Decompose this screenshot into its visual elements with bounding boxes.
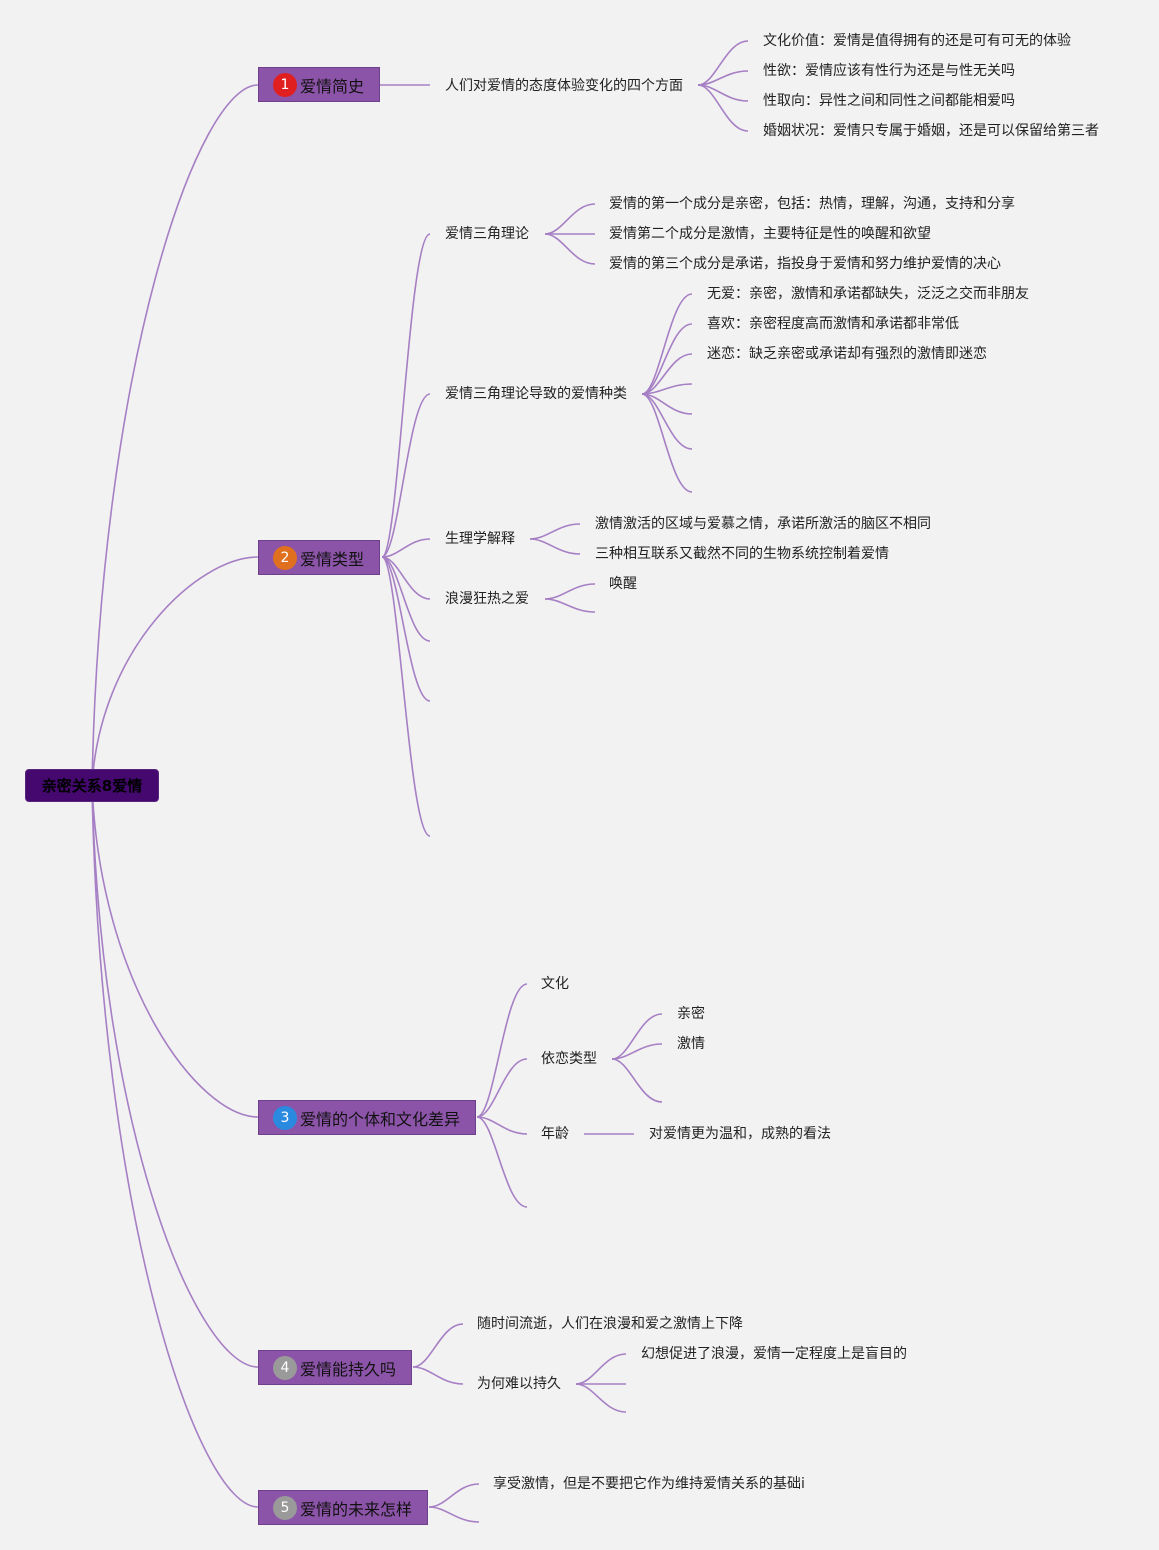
connector-line xyxy=(476,1116,528,1135)
connector-line xyxy=(412,1323,464,1368)
topic-enjoy-passion[interactable]: 享受激情，但是不要把它作为维持爱情关系的基础i xyxy=(493,1476,805,1492)
connector-line xyxy=(91,784,259,1118)
connector-line xyxy=(476,983,528,1118)
topic-mature-view[interactable]: 对爱情更为温和，成熟的看法 xyxy=(649,1126,831,1142)
connector-line xyxy=(611,1043,663,1060)
topic-bio-systems[interactable]: 三种相互联系又截然不同的生物系统控制着爱情 xyxy=(595,546,889,562)
connector-line xyxy=(697,40,749,86)
number-5-icon: 5 xyxy=(273,1495,297,1520)
number-3-icon: 3 xyxy=(273,1105,297,1130)
connector-line xyxy=(428,1483,480,1508)
root-topic-label: 亲密关系8爱情 xyxy=(41,777,143,795)
number-4-icon: 4 xyxy=(273,1355,297,1380)
connector-line xyxy=(381,556,431,600)
connector-line xyxy=(544,583,596,600)
branch-differences-label: 爱情的个体和文化差异 xyxy=(300,1109,461,1129)
topic-decline[interactable]: 随时间流逝，人们在浪漫和爱之激情上下降 xyxy=(477,1316,743,1332)
topic-why-hard[interactable]: 为何难以持久 xyxy=(477,1376,561,1392)
connector-line xyxy=(529,538,581,555)
topic-commitment[interactable]: 爱情的第三个成分是承诺，指投身于爱情和努力维护爱情的决心 xyxy=(609,256,1001,272)
connector-line xyxy=(412,1366,464,1385)
topic-culture[interactable]: 文化 xyxy=(541,976,569,992)
root-topic[interactable]: 亲密关系8爱情 xyxy=(25,769,159,802)
topic-age[interactable]: 年龄 xyxy=(541,1126,569,1142)
topic-nonlove[interactable]: 无爱：亲密，激情和承诺都缺失，泛泛之交而非朋友 xyxy=(707,286,1029,302)
branch-differences[interactable]: 3 爱情的个体和文化差异 xyxy=(258,1100,476,1135)
topic-attachment[interactable]: 依恋类型 xyxy=(541,1051,597,1067)
branch-future[interactable]: 5 爱情的未来怎样 xyxy=(258,1490,428,1525)
topic-attach-intimacy[interactable]: 亲密 xyxy=(677,1006,705,1022)
topic-physiology[interactable]: 生理学解释 xyxy=(445,531,515,547)
topic-attach-passion[interactable]: 激情 xyxy=(677,1036,705,1052)
topic-love-kinds[interactable]: 爱情三角理论导致的爱情种类 xyxy=(445,386,627,402)
connector-line xyxy=(91,84,259,786)
topic-orientation[interactable]: 性取向：异性之间和同性之间都能相爱吗 xyxy=(763,93,1015,109)
connector-line xyxy=(544,233,596,265)
branch-lasting[interactable]: 4 爱情能持久吗 xyxy=(258,1350,412,1385)
connector-line xyxy=(611,1058,663,1103)
connector-line xyxy=(428,1506,480,1523)
connector-line xyxy=(476,1116,528,1208)
connector-line xyxy=(641,293,693,395)
connector-line xyxy=(381,556,431,837)
connector-line xyxy=(381,233,431,558)
number-1-icon: 1 xyxy=(273,72,297,97)
connector-line xyxy=(575,1353,627,1385)
branch-history[interactable]: 1 爱情简史 xyxy=(258,67,380,102)
connector-line xyxy=(575,1383,627,1413)
topic-four-aspects[interactable]: 人们对爱情的态度体验变化的四个方面 xyxy=(445,78,683,94)
connector-line xyxy=(641,323,693,395)
branch-types-label: 爱情类型 xyxy=(300,549,365,569)
branch-lasting-label: 爱情能持久吗 xyxy=(300,1359,397,1379)
branch-history-label: 爱情简史 xyxy=(300,76,365,96)
topic-marriage[interactable]: 婚姻状况：爱情只专属于婚姻，还是可以保留给第三者 xyxy=(763,123,1099,139)
topic-sexual-desire[interactable]: 性欲：爱情应该有性行为还是与性无关吗 xyxy=(763,63,1015,79)
connector-line xyxy=(697,84,749,132)
topic-triangle-theory[interactable]: 爱情三角理论 xyxy=(445,226,529,242)
connector-line xyxy=(381,556,431,642)
connector-line xyxy=(91,556,259,786)
connector-line xyxy=(544,203,596,235)
branch-types[interactable]: 2 爱情类型 xyxy=(258,540,380,575)
connector-line xyxy=(611,1013,663,1060)
number-2-icon: 2 xyxy=(273,545,297,570)
topic-passion[interactable]: 爱情第二个成分是激情，主要特征是性的唤醒和欲望 xyxy=(609,226,931,242)
topic-fantasy[interactable]: 幻想促进了浪漫，爱情一定程度上是盲目的 xyxy=(641,1346,907,1362)
connector-line xyxy=(641,393,693,450)
connector-line xyxy=(91,784,259,1508)
topic-brain-regions[interactable]: 激情激活的区域与爱慕之情，承诺所激活的脑区不相同 xyxy=(595,516,931,532)
connector-line xyxy=(381,556,431,702)
connector-line xyxy=(641,393,693,493)
connector-line xyxy=(381,538,431,558)
connector-line xyxy=(529,523,581,540)
connector-line xyxy=(544,598,596,613)
connector-line xyxy=(381,393,431,558)
topic-infatuation[interactable]: 迷恋：缺乏亲密或承诺却有强烈的激情即迷恋 xyxy=(707,346,987,362)
topic-liking[interactable]: 喜欢：亲密程度高而激情和承诺都非常低 xyxy=(707,316,959,332)
topic-culture-value[interactable]: 文化价值：爱情是值得拥有的还是可有可无的体验 xyxy=(763,33,1071,49)
branch-future-label: 爱情的未来怎样 xyxy=(300,1499,413,1519)
connector-line xyxy=(91,784,259,1368)
topic-arousal[interactable]: 唤醒 xyxy=(609,576,637,592)
connector-line xyxy=(476,1058,528,1118)
topic-intimacy[interactable]: 爱情的第一个成分是亲密，包括：热情，理解，沟通，支持和分享 xyxy=(609,196,1015,212)
topic-romantic-love[interactable]: 浪漫狂热之爱 xyxy=(445,591,529,607)
